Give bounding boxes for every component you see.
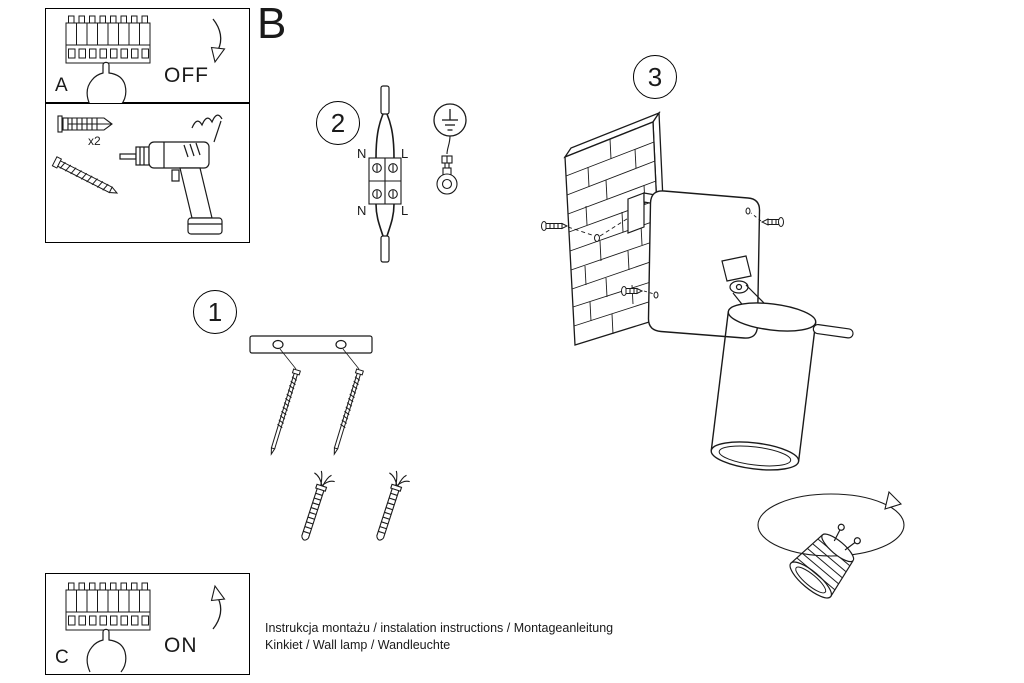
mounting-bar-icon bbox=[249, 335, 373, 354]
adjustment-rod-icon bbox=[812, 323, 854, 339]
step-2-badge: 2 bbox=[316, 101, 360, 145]
breaker-panel-icon bbox=[65, 15, 151, 64]
n-terminal-bottom-label: N bbox=[357, 203, 367, 218]
footer-instructions-line: Instrukcja montażu / instalation instruc… bbox=[265, 621, 614, 635]
mounting-screw-icon bbox=[330, 368, 364, 456]
power-on-illustration bbox=[65, 582, 226, 673]
gu10-bulb-icon bbox=[789, 523, 861, 599]
screw-icon bbox=[51, 156, 119, 194]
cable-icon bbox=[375, 85, 395, 159]
switch-on-arrow-icon bbox=[210, 584, 226, 630]
ground-symbol-icon bbox=[433, 103, 467, 137]
terminal-block-icon bbox=[368, 157, 402, 205]
switch-off-arrow-icon bbox=[210, 18, 226, 64]
footer-product-line: Kinkiet / Wall lamp / Wandleuchte bbox=[265, 638, 451, 652]
step-2-wiring: N L N L bbox=[355, 84, 475, 266]
step-1-mounting bbox=[245, 330, 445, 558]
anchor-quantity-label: x2 bbox=[88, 134, 101, 148]
box-c-label: C bbox=[55, 647, 69, 668]
power-off-illustration bbox=[65, 15, 226, 106]
off-label: OFF bbox=[164, 64, 209, 87]
guide-lines bbox=[279, 348, 360, 370]
hand-icon bbox=[86, 61, 127, 106]
step-3-assembly bbox=[540, 95, 920, 615]
n-terminal-top-label: N bbox=[357, 146, 367, 161]
l-terminal-bottom-label: L bbox=[401, 203, 409, 218]
hand-icon bbox=[86, 628, 127, 673]
step-a-box: OFF A bbox=[45, 8, 250, 106]
step-3-badge: 3 bbox=[633, 55, 677, 99]
lamp-pivot-icon bbox=[721, 255, 766, 314]
assembly-illustration bbox=[541, 110, 905, 599]
wall-plug-icon bbox=[57, 115, 113, 133]
box-a-label: A bbox=[55, 75, 68, 96]
lamp-shade-icon bbox=[710, 302, 817, 471]
mounting-plate-icon bbox=[647, 190, 761, 339]
plate-screw-icon bbox=[621, 286, 655, 296]
wall-anchor-icon bbox=[368, 468, 413, 544]
wall-anchor-icon bbox=[293, 468, 338, 544]
breaker-panel-icon bbox=[65, 582, 151, 631]
tools-box: x2 bbox=[45, 103, 250, 243]
l-terminal-top-label: L bbox=[401, 146, 409, 161]
tools-illustration bbox=[51, 114, 223, 235]
wall-screw-icon bbox=[541, 216, 631, 237]
mounting-screw-icon bbox=[267, 368, 301, 456]
ring-terminal-icon bbox=[436, 135, 458, 195]
plate-screw-icon bbox=[750, 212, 784, 227]
cable-bottom-icon bbox=[375, 203, 395, 263]
drill-icon bbox=[119, 114, 223, 235]
section-b-label: B bbox=[257, 0, 287, 48]
mounting-illustration bbox=[249, 335, 413, 544]
rotation-arrow-icon bbox=[757, 490, 905, 557]
wiring-illustration bbox=[368, 85, 467, 263]
step-c-box: ON C bbox=[45, 573, 250, 675]
step-1-badge: 1 bbox=[193, 290, 237, 334]
on-label: ON bbox=[164, 634, 198, 657]
